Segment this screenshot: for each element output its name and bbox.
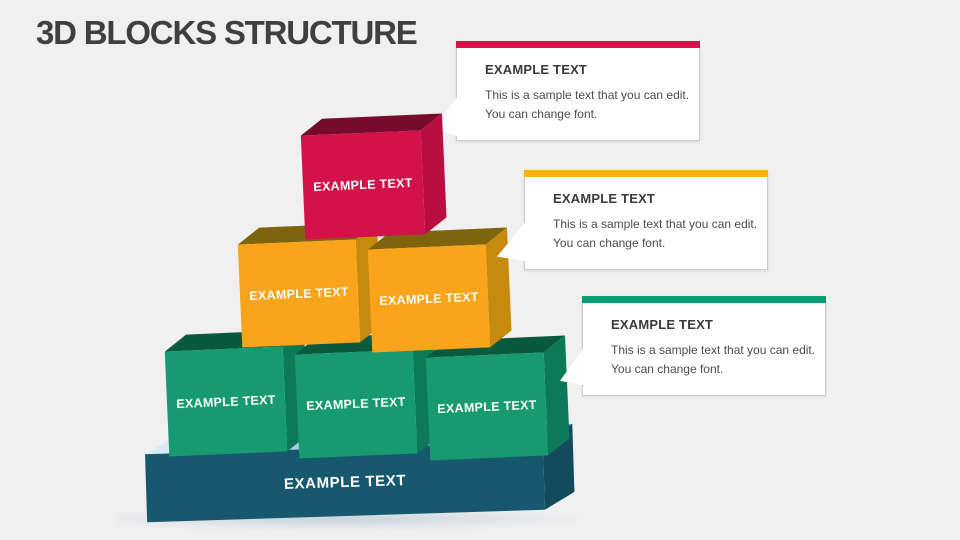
block-middle-left: EXAMPLE TEXT xyxy=(237,222,382,348)
block-front-face: EXAMPLE TEXT xyxy=(300,130,426,240)
block-front-face: EXAMPLE TEXT xyxy=(367,244,491,353)
callout-body: This is a sample text that you can edit.… xyxy=(485,88,690,122)
base-label: EXAMPLE TEXT xyxy=(283,471,407,493)
block-label: EXAMPLE TEXT xyxy=(176,392,276,411)
block-label: EXAMPLE TEXT xyxy=(379,289,479,308)
block-side-face xyxy=(543,335,570,456)
block-front-face: EXAMPLE TEXT xyxy=(164,346,288,457)
block-middle-right: EXAMPLE TEXT xyxy=(367,227,512,353)
callout-heading: EXAMPLE TEXT xyxy=(553,191,656,206)
callout-body: This is a sample text that you can edit.… xyxy=(611,343,816,377)
slide-title: 3D BLOCKS STRUCTURE xyxy=(36,14,418,51)
block-front-face: EXAMPLE TEXT xyxy=(294,349,418,459)
block-label: EXAMPLE TEXT xyxy=(306,394,406,414)
block-bottom-middle: EXAMPLE TEXT xyxy=(294,332,439,459)
block-label: EXAMPLE TEXT xyxy=(313,175,413,195)
callout-body: This is a sample text that you can edit.… xyxy=(553,217,758,251)
block-top-red: EXAMPLE TEXT xyxy=(300,113,447,240)
block-front-face: EXAMPLE TEXT xyxy=(425,352,549,461)
block-bottom-right: EXAMPLE TEXT xyxy=(425,335,570,461)
callout-accent-bar xyxy=(582,296,826,303)
callout-heading: EXAMPLE TEXT xyxy=(485,62,588,77)
callout-accent-bar xyxy=(456,41,700,48)
block-front-face: EXAMPLE TEXT xyxy=(237,239,361,348)
callout-green: EXAMPLE TEXT This is a sample text that … xyxy=(560,296,826,397)
callout-red: EXAMPLE TEXT This is a sample text that … xyxy=(433,41,700,142)
callout-accent-bar xyxy=(524,170,768,177)
block-bottom-left: EXAMPLE TEXT xyxy=(164,329,309,457)
callout-heading: EXAMPLE TEXT xyxy=(611,317,714,332)
block-label: EXAMPLE TEXT xyxy=(437,397,537,416)
block-label: EXAMPLE TEXT xyxy=(249,284,349,303)
callout-amber: EXAMPLE TEXT This is a sample text that … xyxy=(497,170,768,271)
block-side-face xyxy=(420,113,447,235)
